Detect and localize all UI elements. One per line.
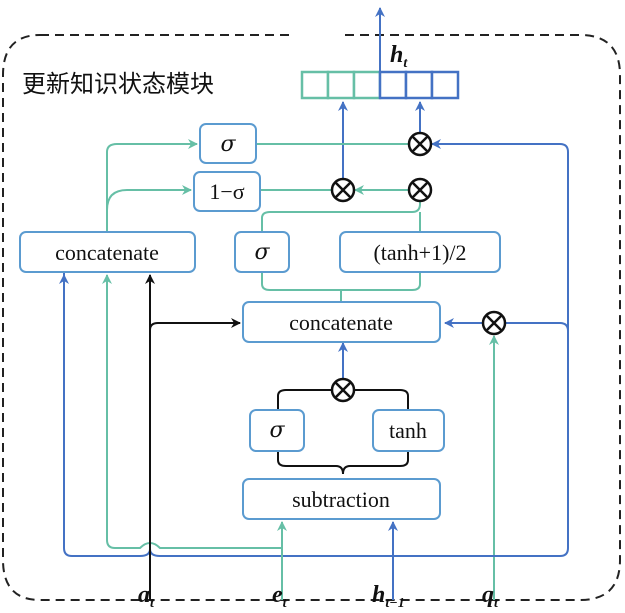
- box-tanh-half: (tanh+1)/2: [339, 231, 501, 273]
- svg-text:tanh: tanh: [389, 418, 427, 443]
- svg-text:1−σ: 1−σ: [209, 179, 244, 204]
- module-title: 更新知识状态模块: [22, 70, 214, 98]
- svg-text:σ: σ: [269, 418, 285, 443]
- output-label: ht: [390, 42, 408, 71]
- box-subtraction: subtraction: [242, 478, 441, 520]
- multiply-icon: [481, 310, 507, 336]
- box-sigma-mid: σ: [234, 231, 290, 273]
- svg-text:subtraction: subtraction: [292, 487, 390, 512]
- input-label-h-prev: ht−1: [372, 582, 405, 611]
- input-label-e: et: [272, 582, 288, 611]
- box-sigma-top: σ: [199, 123, 257, 164]
- edge-concat-to-1msigma: [106, 185, 192, 211]
- output-vector: [300, 70, 460, 100]
- edge-ht1-to-mul4: [504, 322, 569, 332]
- multiply-icon: [407, 177, 433, 203]
- box-one-minus-sigma: 1−σ: [193, 171, 261, 212]
- edge-bracket-low-bottom: [277, 451, 409, 475]
- box-concat-left: concatenate: [19, 231, 196, 273]
- box-concat-center: concatenate: [242, 301, 441, 343]
- edge-et-rail: [106, 290, 282, 549]
- module-frame: [3, 35, 323, 205]
- module-frame-border: [2, 34, 621, 601]
- input-label-a: at: [138, 582, 155, 611]
- svg-text:(tanh+1)/2: (tanh+1)/2: [373, 240, 466, 265]
- edge-ht1-to-mul1: [431, 139, 569, 530]
- multiply-icon: [330, 377, 356, 403]
- edge-bracket-mid: [261, 272, 421, 291]
- multiply-icon: [407, 131, 433, 157]
- box-sigma-low: σ: [249, 409, 305, 452]
- multiply-icon: [330, 177, 356, 203]
- box-tanh-low: tanh: [372, 409, 445, 452]
- svg-text:σ: σ: [220, 132, 236, 157]
- edge-at-to-concat-center: [149, 318, 241, 331]
- svg-text:concatenate: concatenate: [55, 240, 159, 265]
- edge-bracket-low-top: [277, 389, 409, 410]
- edge-concat-to-sigma: [106, 139, 198, 232]
- svg-text:concatenate: concatenate: [289, 310, 393, 335]
- input-label-q: qt: [482, 582, 499, 611]
- svg-text:σ: σ: [254, 240, 270, 265]
- edge-sigma-mid-to-mul3: [261, 200, 421, 232]
